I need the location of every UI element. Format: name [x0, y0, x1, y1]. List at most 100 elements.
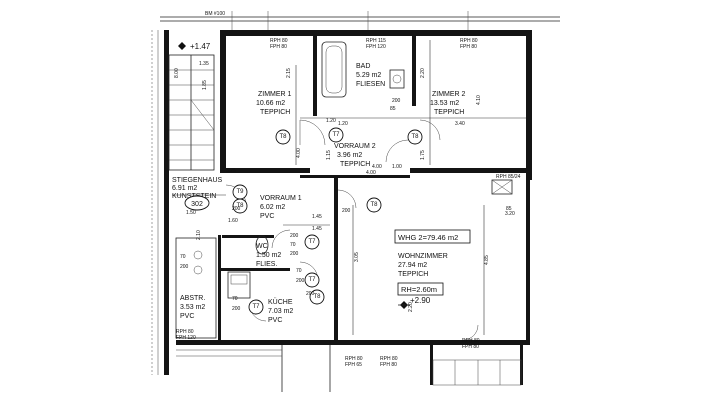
- svg-text:3.05: 3.05: [354, 252, 360, 262]
- wohnzimmer-name: WOHNZIMMER: [398, 253, 448, 260]
- door-tags: T8 T7 T8 T8 T9 T8 T7 T7 T8 T7: [232, 127, 423, 315]
- svg-text:1.20: 1.20: [338, 121, 348, 127]
- svg-text:200: 200: [342, 208, 351, 214]
- svg-text:70: 70: [232, 296, 238, 302]
- top-level-marker: +1.47: [178, 42, 211, 51]
- svg-text:T9: T9: [236, 189, 244, 195]
- level-mark: +2.90: [410, 296, 431, 305]
- svg-text:T8: T8: [279, 134, 287, 140]
- svg-text:3.20: 3.20: [505, 211, 515, 217]
- abstr-name: ABSTR.: [180, 295, 205, 302]
- svg-text:1.20: 1.20: [326, 118, 336, 124]
- zimmer2-name: ZIMMER 2: [432, 91, 466, 98]
- zimmer1-floor: TEPPICH: [260, 109, 290, 116]
- top-mark-left: BM #100: [205, 11, 225, 17]
- svg-text:RPH 85/24: RPH 85/24: [496, 174, 521, 180]
- svg-text:1.00: 1.00: [392, 164, 402, 170]
- svg-text:4.10: 4.10: [476, 95, 482, 105]
- svg-text:1.75: 1.75: [420, 150, 426, 160]
- svg-text:200: 200: [290, 251, 299, 257]
- svg-text:T7: T7: [332, 132, 340, 138]
- door-tag: T7: [304, 234, 320, 250]
- wc-floor: FLIES.: [256, 261, 277, 268]
- svg-text:T8: T8: [236, 203, 244, 209]
- bad-floor: FLIESEN: [356, 81, 385, 88]
- svg-text:1.60: 1.60: [228, 218, 238, 224]
- svg-text:70: 70: [180, 254, 186, 260]
- door-tag: T7: [304, 272, 320, 288]
- svg-text:200: 200: [296, 278, 305, 284]
- details: [151, 30, 526, 392]
- door-tag: T8: [309, 289, 325, 305]
- door-tag: T8: [366, 197, 382, 213]
- svg-text:2.10: 2.10: [196, 230, 202, 240]
- svg-text:1.35: 1.35: [199, 61, 209, 67]
- svg-text:RPH 80: RPH 80: [176, 329, 194, 335]
- svg-text:FPH 80: FPH 80: [462, 344, 479, 350]
- svg-text:T7: T7: [308, 277, 316, 283]
- svg-text:200: 200: [306, 291, 315, 297]
- svg-text:FPH 65: FPH 65: [345, 362, 362, 368]
- svg-text:3.40: 3.40: [455, 121, 465, 127]
- svg-text:FPH 80: FPH 80: [270, 44, 287, 50]
- svg-text:4.00: 4.00: [296, 148, 302, 158]
- kueche-floor: PVC: [268, 317, 282, 324]
- svg-text:FPH 80: FPH 80: [380, 362, 397, 368]
- svg-text:T8: T8: [411, 134, 419, 140]
- svg-text:2.20: 2.20: [420, 68, 426, 78]
- door-tag: T7: [248, 299, 264, 315]
- svg-text:FPH 120: FPH 120: [176, 335, 196, 341]
- dimension-numbers: 2.15 4.00 1.20 2.20 1.75 1.15 3.40 1.20 …: [174, 61, 515, 312]
- svg-text:RPH 80: RPH 80: [270, 38, 288, 44]
- vorraum2-area: 3.96 m2: [337, 152, 362, 159]
- svg-text:RPH 80: RPH 80: [380, 356, 398, 362]
- svg-text:1.50: 1.50: [186, 210, 196, 216]
- abstr-floor: PVC: [180, 313, 194, 320]
- svg-text:T7: T7: [252, 304, 260, 310]
- svg-text:T7: T7: [308, 239, 316, 245]
- apartment-label-box: WHG 2=79.46 m2: [394, 229, 471, 244]
- svg-text:2.15: 2.15: [286, 68, 292, 78]
- svg-text:T8: T8: [313, 294, 321, 300]
- top-strip: BM #100: [160, 11, 560, 30]
- level-marker: +2.90: [398, 296, 431, 309]
- wc-name: WC: [256, 243, 268, 250]
- stiegenhaus-name: STIEGENHAUS: [172, 177, 223, 184]
- svg-text:200: 200: [290, 233, 299, 239]
- vorraum2-floor: TEPPICH: [340, 161, 370, 168]
- svg-text:FPH 120: FPH 120: [366, 44, 386, 50]
- parapet-notes: RPH 80 FPH 80 RPH 115 FPH 120 RPH 80 FPH…: [176, 38, 521, 368]
- svg-text:200: 200: [232, 306, 241, 312]
- svg-text:70: 70: [290, 242, 296, 248]
- svg-text:85: 85: [390, 106, 396, 112]
- vorraum1-floor: PVC: [260, 213, 274, 220]
- door-tag: T8: [275, 129, 291, 145]
- svg-text:85: 85: [506, 206, 512, 212]
- wohnzimmer-area: 27.94 m2: [398, 262, 427, 269]
- door-tag: T8: [232, 198, 248, 214]
- room-height-box: RH=2.60m: [397, 282, 444, 296]
- svg-text:T8: T8: [370, 202, 378, 208]
- svg-text:FPH 80: FPH 80: [460, 44, 477, 50]
- wohnzimmer-floor: TEPPICH: [398, 271, 428, 278]
- svg-text:RPH 115: RPH 115: [366, 38, 386, 44]
- vorraum2-name: VORRAUM 2: [334, 143, 376, 150]
- zimmer2-floor: TEPPICH: [434, 109, 464, 116]
- kueche-name: KÜCHE: [268, 298, 293, 306]
- svg-text:4.85: 4.85: [484, 255, 490, 265]
- svg-text:1.15: 1.15: [326, 150, 332, 160]
- stair-number-tag: 302: [184, 195, 210, 211]
- zimmer1-name: ZIMMER 1: [258, 91, 292, 98]
- bad-name: BAD: [356, 63, 370, 70]
- bad-area: 5.29 m2: [356, 72, 381, 79]
- svg-text:1.85: 1.85: [202, 80, 208, 90]
- svg-text:RPH 80: RPH 80: [460, 38, 478, 44]
- svg-text:3.25: 3.25: [226, 168, 236, 174]
- vorraum1-name: VORRAUM 1: [260, 195, 302, 202]
- svg-text:2.20: 2.20: [408, 302, 414, 312]
- svg-text:200: 200: [180, 264, 189, 270]
- level-top: +1.47: [190, 42, 211, 51]
- svg-text:1.45: 1.45: [312, 226, 322, 232]
- kueche-area: 7.03 m2: [268, 308, 293, 315]
- small-numbers: 200 200 70 200 200 70 200 85 70 200 70 2…: [180, 98, 512, 312]
